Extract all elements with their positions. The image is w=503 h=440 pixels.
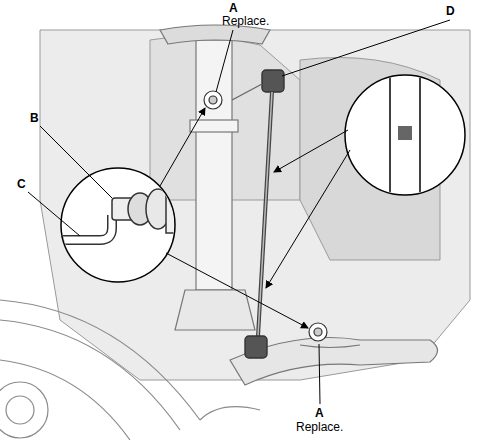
callout-letter: C	[17, 178, 26, 191]
replace-note: Replace.	[296, 421, 343, 434]
callout-letter: A	[229, 2, 238, 15]
callout-letter: B	[30, 112, 39, 125]
callout-letter: D	[446, 5, 455, 18]
replace-note: Replace.	[222, 15, 269, 28]
callout-letter: A	[315, 407, 324, 420]
